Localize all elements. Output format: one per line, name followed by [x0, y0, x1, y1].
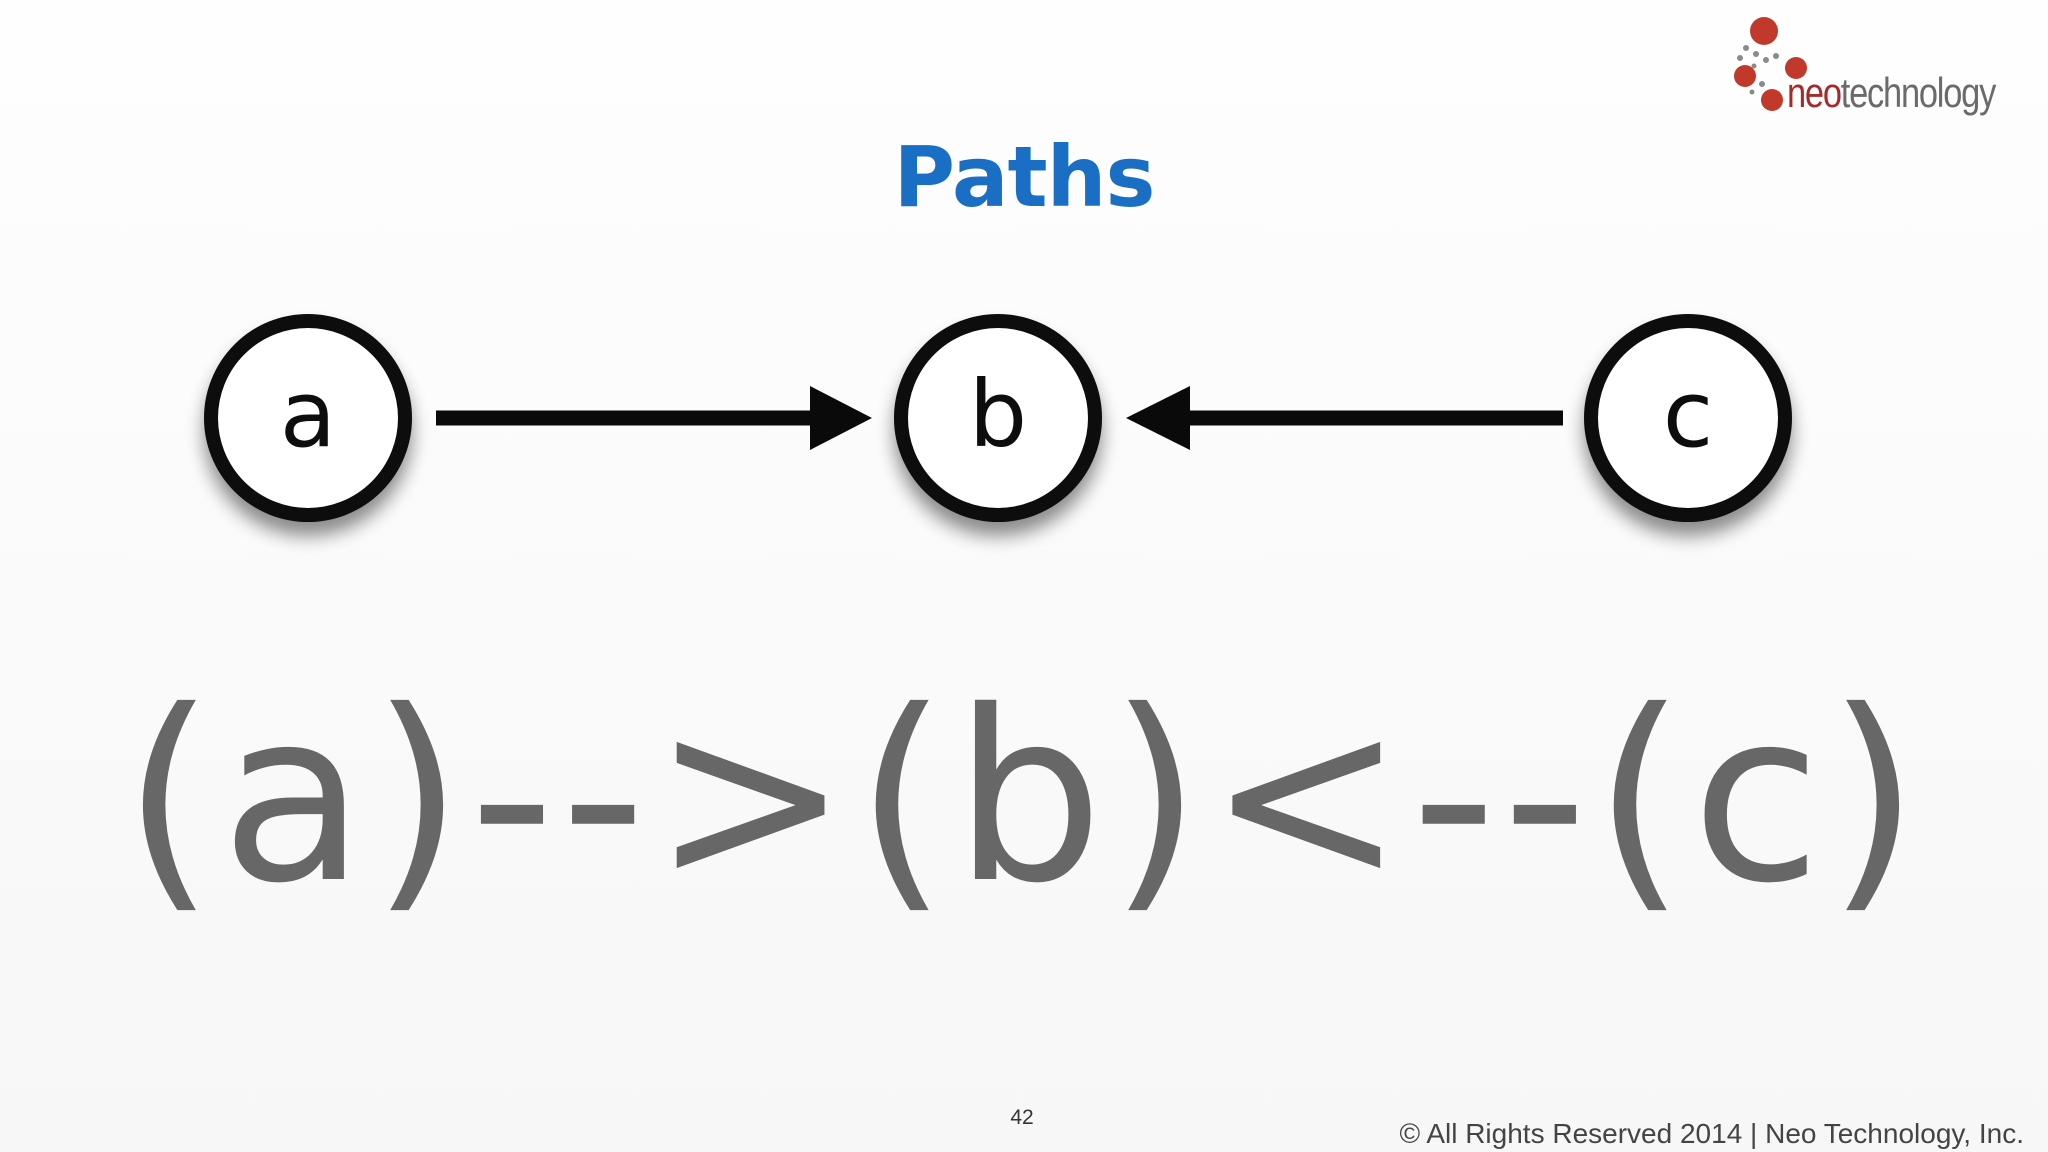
- node-b-label: b: [969, 361, 1027, 468]
- slide-title: Paths: [893, 128, 1156, 226]
- neo-technology-logo: neotechnology: [1732, 14, 2022, 124]
- cypher-path-expression: (a)-->(b)<--(c): [122, 660, 1926, 935]
- node-a-label: a: [280, 361, 336, 468]
- copyright-notice: © All Rights Reserved 2014 | Neo Technol…: [1399, 1118, 2024, 1149]
- logo-word-neo: neo: [1787, 69, 1842, 116]
- logo-word-technology: technology: [1840, 69, 1997, 116]
- neo-dots-logo-icon: [1734, 17, 1807, 111]
- node-b: b: [894, 314, 1102, 522]
- edge-a-to-b: [436, 386, 872, 450]
- node-c-label: c: [1663, 361, 1714, 468]
- logo-wordmark: neotechnology: [1787, 69, 1997, 117]
- edge-c-to-b: [1126, 386, 1563, 450]
- page-number: 42: [1010, 1106, 1034, 1129]
- node-c: c: [1584, 314, 1792, 522]
- node-a: a: [204, 314, 412, 522]
